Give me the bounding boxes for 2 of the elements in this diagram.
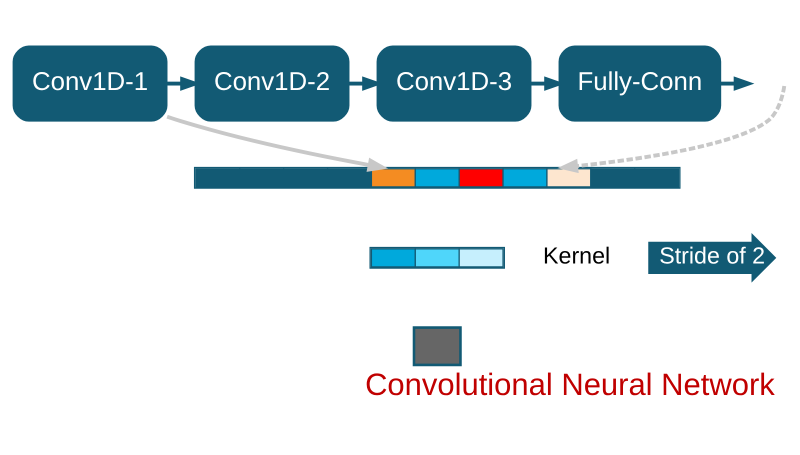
label: Kernel (543, 242, 610, 269)
diagram-title: Convolutional Neural Network (365, 366, 775, 402)
